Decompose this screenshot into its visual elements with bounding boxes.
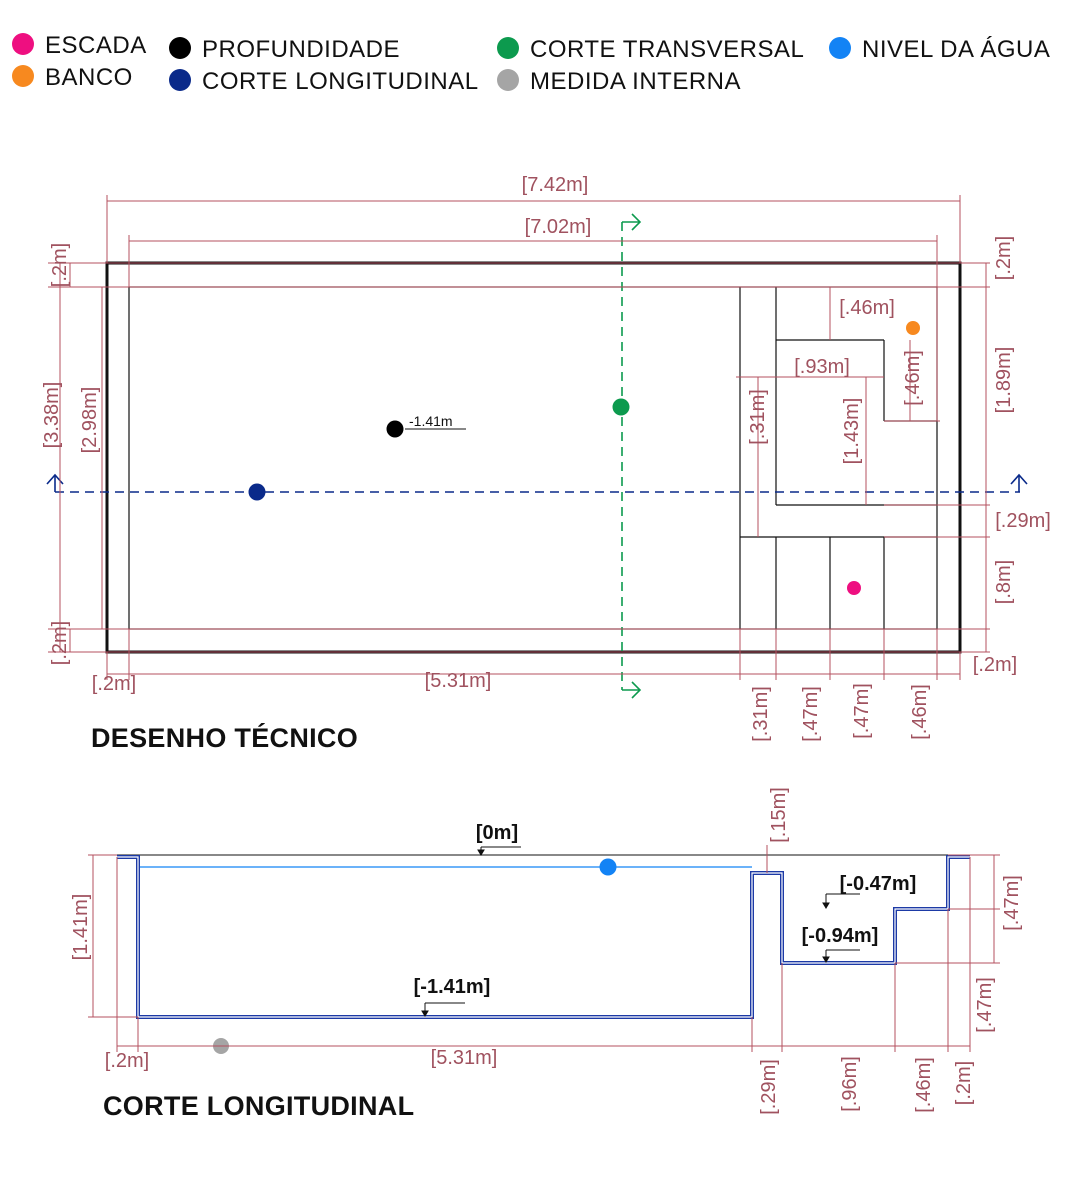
dim-section-b4: [.2m] <box>953 1061 975 1105</box>
plan-dimension-lines <box>48 195 990 680</box>
dim-bench-side: [.46m] <box>902 350 924 406</box>
legend-banco-label: BANCO <box>45 64 133 91</box>
dim-step3: [.47m] <box>851 683 873 739</box>
dim-step-gap: [.31m] <box>747 389 769 445</box>
legend-profundidade-label: PROFUNDIDADE <box>202 36 400 63</box>
dim-right-upper: [1.89m] <box>993 347 1015 414</box>
legend-medida-interna-dot <box>497 69 519 91</box>
level-bottom: [-1.41m] <box>414 976 491 998</box>
water-level-marker <box>599 858 617 876</box>
depth-marker <box>386 420 404 438</box>
dim-wall-bottom-left: [.2m] <box>92 673 136 695</box>
dim-section-step-h2: [.47m] <box>974 977 996 1033</box>
dim-step4: [.46m] <box>909 684 931 740</box>
dim-wall-right-bottom: [.2m] <box>973 654 1017 676</box>
dim-section-depth: [1.41m] <box>70 894 92 961</box>
legend-corte-longitudinal-dot <box>169 69 191 91</box>
dim-section-step-h1: [.47m] <box>1001 875 1023 931</box>
legend-profundidade-dot <box>169 37 191 59</box>
level-markers <box>421 846 860 1017</box>
dim-section-main-length: [5.31m] <box>431 1047 498 1069</box>
dim-total-width: [3.38m] <box>41 382 63 449</box>
section-dimension-lines <box>88 845 1000 1052</box>
dim-section-b3: [.46m] <box>913 1057 935 1113</box>
dim-bench-length: [1.43m] <box>841 398 863 465</box>
section-view: [0m] [-0.47m] [-0.94m] [-1.41m] [1.41m] … <box>70 787 1023 1121</box>
legend-escada-label: ESCADA <box>45 32 147 59</box>
legend-corte-longitudinal-label: CORTE LONGITUDINAL <box>202 68 479 95</box>
section-title: CORTE LONGITUDINAL <box>103 1091 414 1121</box>
legend-escada-dot <box>12 33 34 55</box>
level-zero: [0m] <box>476 822 518 844</box>
dim-section-wall-left: [.2m] <box>105 1050 149 1072</box>
stairs-bench-block <box>739 287 937 629</box>
dim-main-length: [5.31m] <box>425 670 492 692</box>
plan-view: -1.41m <box>41 174 1051 753</box>
legend-banco-dot <box>12 65 34 87</box>
dim-section-top-gap: [.15m] <box>768 787 790 843</box>
pool-outer-wall <box>105 261 962 654</box>
depth-label: -1.41m <box>409 413 453 429</box>
longitudinal-cut-line <box>46 473 1028 493</box>
dim-section-b1: [.29m] <box>758 1059 780 1115</box>
legend-nivel-agua-label: NIVEL DA ÁGUA <box>862 36 1050 63</box>
legend: ESCADA BANCO PROFUNDIDADE CORTE LONGITUD… <box>12 32 1050 95</box>
dim-right-lower: [.8m] <box>993 560 1015 604</box>
bench-marker <box>906 321 920 335</box>
stairs-marker <box>847 581 861 595</box>
dim-step1: [.31m] <box>750 686 772 742</box>
dim-wall-top-right: [.2m] <box>993 236 1015 280</box>
dim-internal-length: [7.02m] <box>525 216 592 238</box>
pool-inner-edge <box>128 286 938 630</box>
dim-wall-top-left: [.2m] <box>49 243 71 287</box>
dim-step2: [.47m] <box>800 686 822 742</box>
transverse-marker <box>612 398 630 416</box>
dim-bench-width: [.93m] <box>794 356 850 378</box>
longitudinal-marker <box>248 483 266 501</box>
dim-bench-depth: [.46m] <box>839 297 895 319</box>
dim-section-b2: [.96m] <box>839 1056 861 1112</box>
transverse-cut-line <box>621 213 642 699</box>
dim-internal-width: [2.98m] <box>79 387 101 454</box>
dim-right-gap: [.29m] <box>995 510 1051 532</box>
level-step-b: [-0.94m] <box>802 925 879 947</box>
legend-corte-transversal-label: CORTE TRANSVERSAL <box>530 36 804 63</box>
level-step-a: [-0.47m] <box>840 873 917 895</box>
plan-title: DESENHO TÉCNICO <box>91 722 358 753</box>
legend-medida-interna-label: MEDIDA INTERNA <box>530 68 741 95</box>
dim-total-length: [7.42m] <box>522 174 589 196</box>
legend-nivel-agua-dot <box>829 37 851 59</box>
legend-corte-transversal-dot <box>497 37 519 59</box>
dim-wall-left-bottom: [.2m] <box>49 621 71 665</box>
